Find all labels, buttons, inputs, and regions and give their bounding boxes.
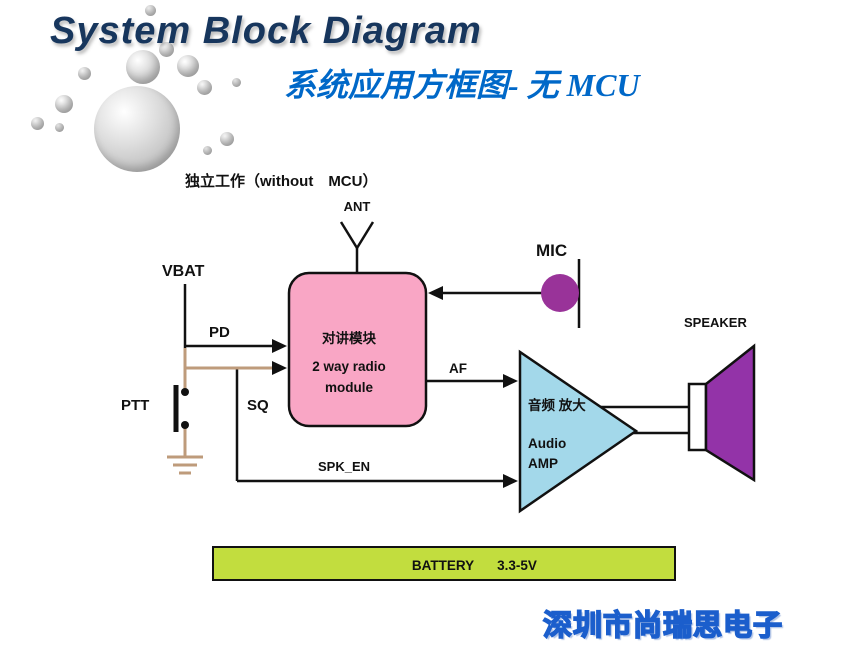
ptt-wires [167, 348, 282, 475]
mic-icon [541, 274, 579, 312]
bubble-decoration [78, 67, 91, 80]
bubble-decoration [203, 146, 212, 155]
ptt-label: PTT [121, 397, 149, 414]
audio-amp-triangle [518, 349, 639, 514]
battery-label: BATTERY [412, 558, 474, 573]
slide-title: System Block Diagram [50, 10, 482, 52]
radio-module-box [287, 271, 428, 428]
amp-line3: AMP [528, 456, 558, 471]
speaker-driver [687, 382, 708, 452]
speaker-label: SPEAKER [684, 315, 747, 330]
bubble-decoration [220, 132, 234, 146]
radio-module-line3: module [325, 380, 373, 395]
radio-module-line1: 对讲模块 [322, 330, 376, 346]
battery-bar [212, 546, 676, 581]
bubble-decoration [94, 86, 180, 172]
mode-label: 独立工作（without MCU） [185, 173, 378, 190]
amp-line1: 音频 放大 [528, 397, 586, 413]
slide-subtitle: 系统应用方框图- 无 MCU [284, 67, 640, 103]
bubble-decoration [55, 95, 73, 113]
bubble-decoration [197, 80, 212, 95]
bubble-decoration [55, 123, 64, 132]
company-watermark: 深圳市尚瑞思电子 [542, 609, 784, 643]
ptt-switch-icon [173, 385, 189, 432]
bubble-decoration [145, 5, 156, 16]
antenna-icon [339, 221, 375, 273]
spk-en-label: SPK_EN [318, 459, 370, 474]
bubble-decoration [177, 55, 199, 77]
bubble-decoration [126, 50, 160, 84]
arrowheads [272, 286, 518, 488]
signal-wires [183, 259, 691, 483]
battery-voltage: 3.3-5V [497, 558, 537, 573]
bubble-decoration [159, 42, 174, 57]
mic-label: MIC [536, 241, 567, 260]
radio-module-line2: 2 way radio [312, 359, 386, 374]
amp-line2: Audio [528, 436, 566, 451]
pd-label: PD [209, 324, 230, 341]
bubble-decoration [232, 78, 241, 87]
bubble-decoration [31, 117, 44, 130]
af-label: AF [449, 361, 467, 376]
vbat-label: VBAT [162, 263, 205, 280]
ant-label: ANT [344, 199, 371, 214]
sq-label: SQ [247, 397, 269, 414]
speaker-cone [704, 343, 756, 483]
